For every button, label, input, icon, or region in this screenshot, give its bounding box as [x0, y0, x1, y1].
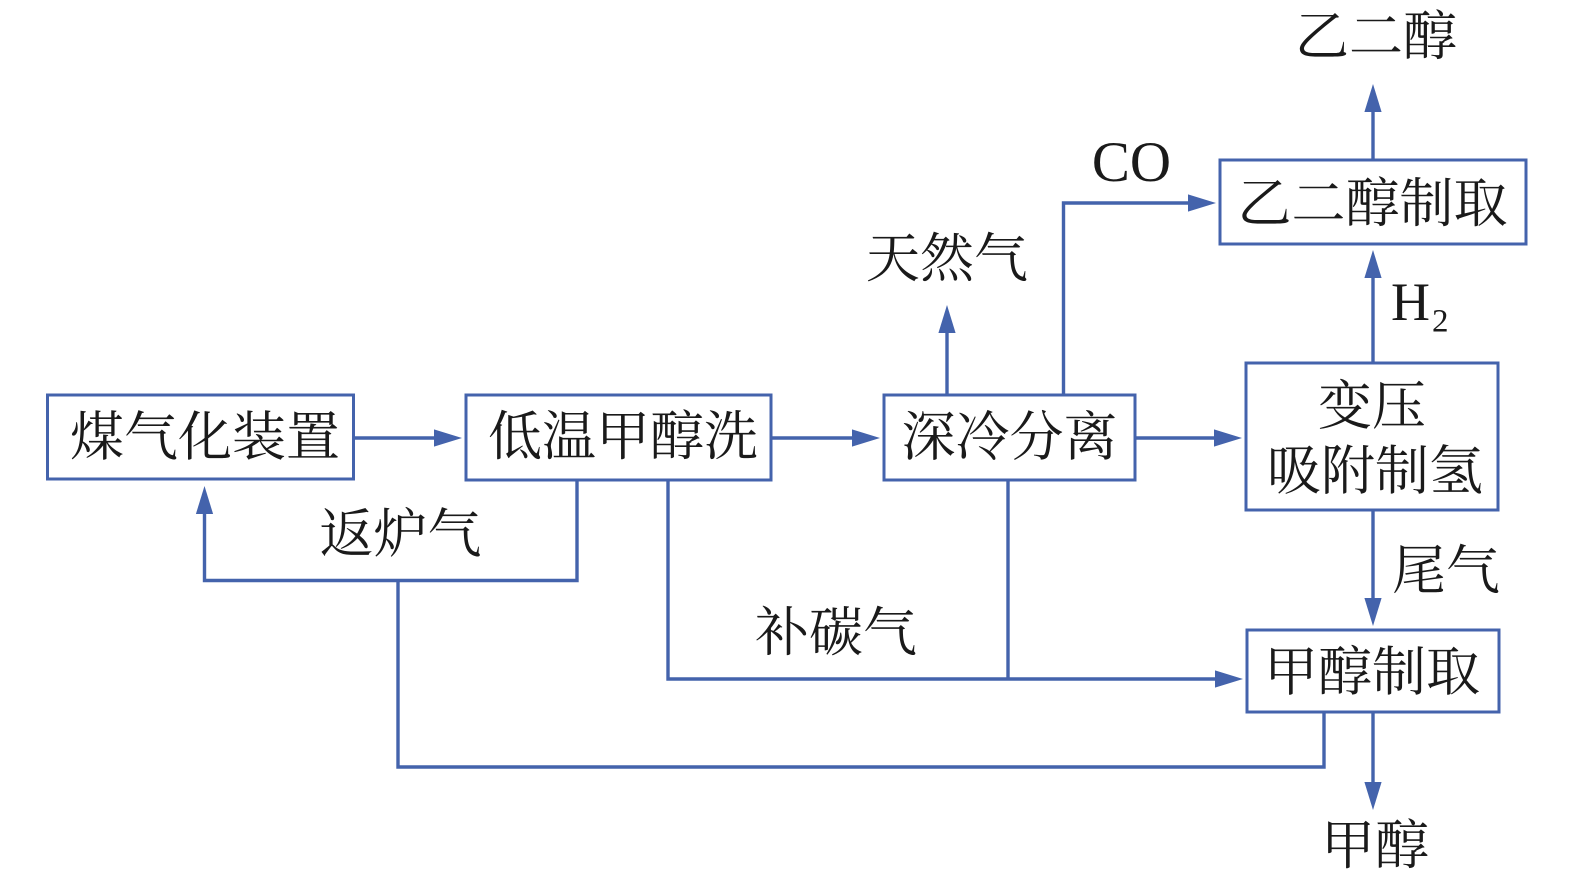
- svg-text:H: H: [1391, 272, 1430, 332]
- svg-text:CO: CO: [1092, 131, 1171, 194]
- svg-text:2: 2: [1432, 304, 1449, 340]
